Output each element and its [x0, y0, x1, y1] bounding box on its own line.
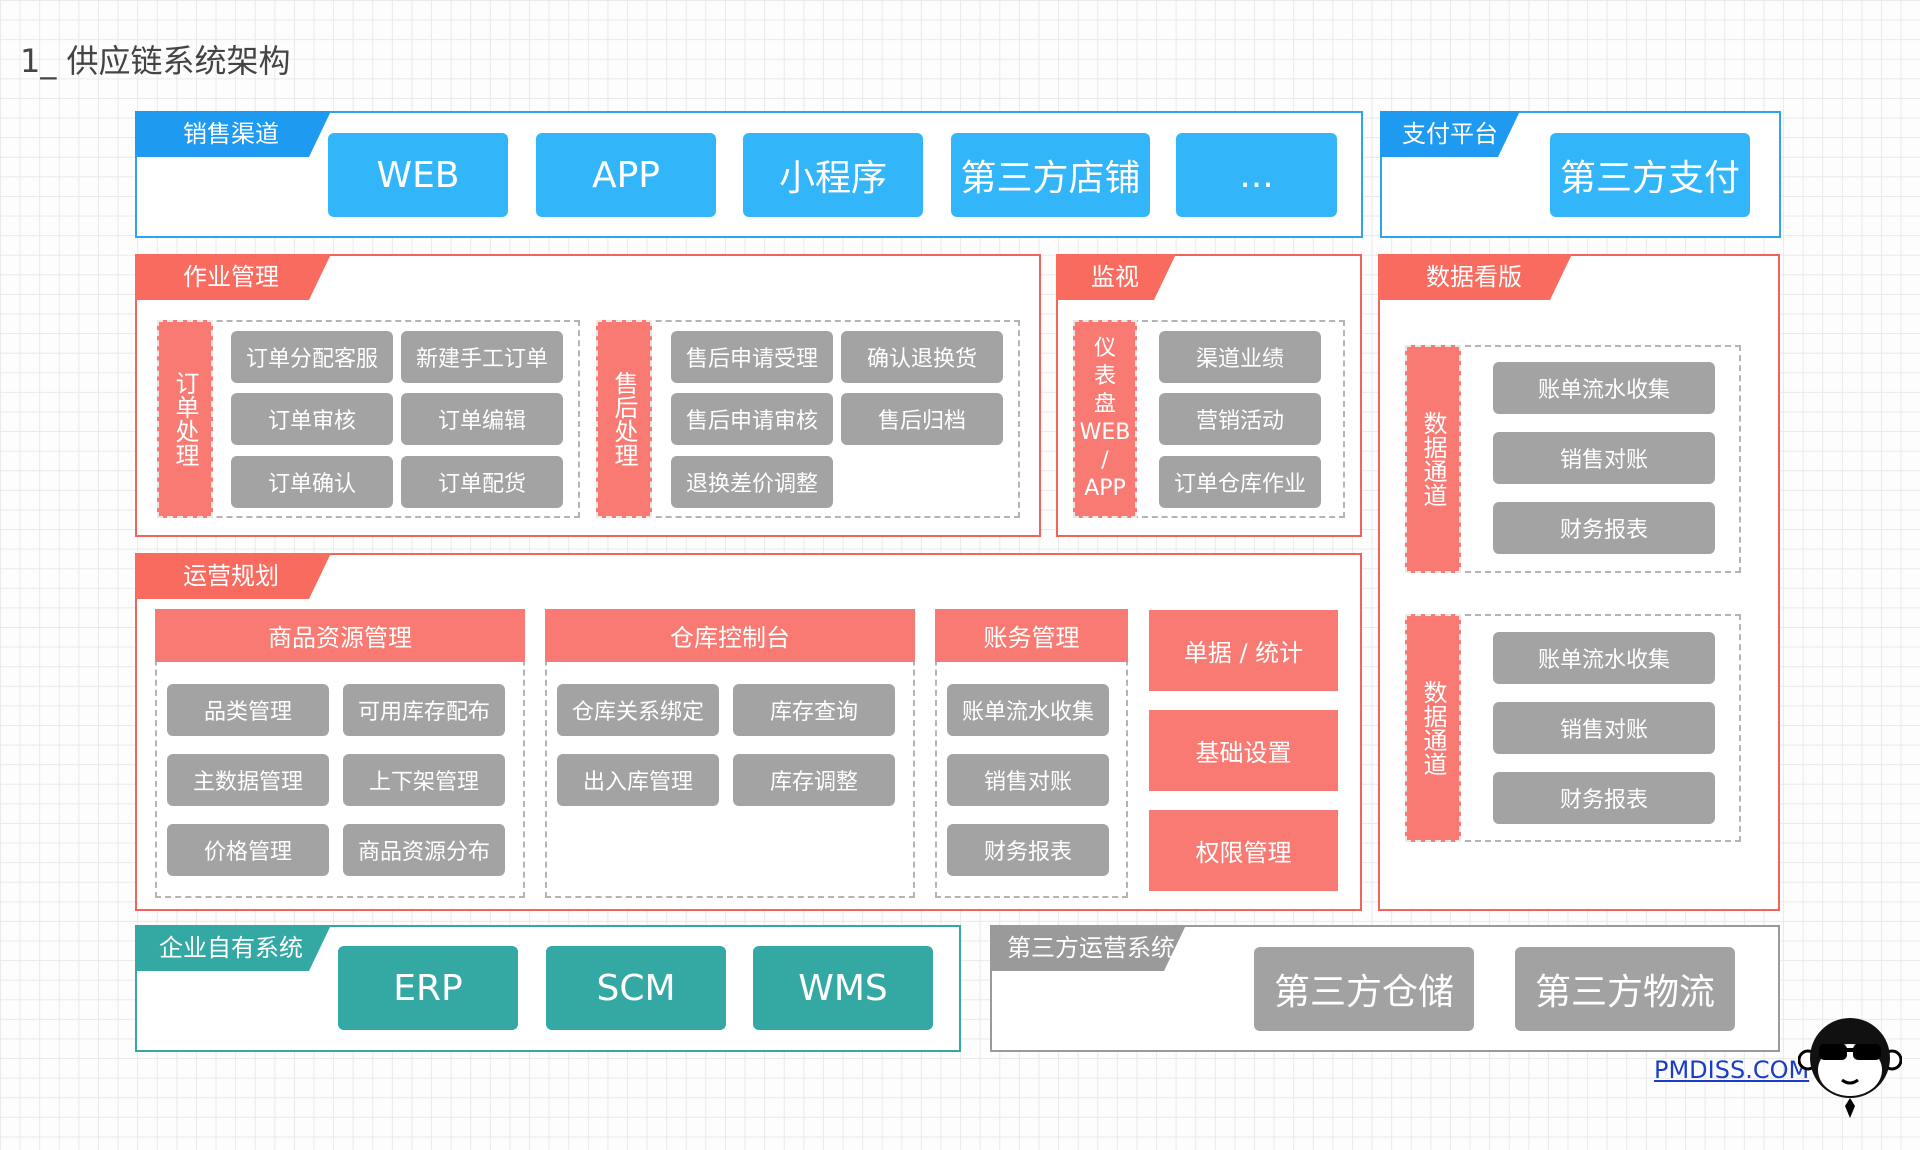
monitor-tab: 监视: [1056, 254, 1176, 300]
order-assign-cs-button[interactable]: 订单分配客服: [231, 331, 393, 383]
page-title: 1_ 供应链系统架构: [20, 42, 291, 80]
dashboard-web-app-label: 仪 表 盘 WEB / APP: [1073, 320, 1137, 518]
finance-billing-collect-button[interactable]: 账单流水收集: [947, 684, 1109, 736]
aftersale-review-button[interactable]: 售后申请审核: [671, 393, 833, 445]
warehouse-binding-button[interactable]: 仓库关系绑定: [557, 684, 719, 736]
data-channel-label-2: 数据通道: [1405, 614, 1461, 842]
channel-thirdparty-store-button[interactable]: 第三方店铺: [951, 133, 1150, 217]
data-channel-label-1: 数据通道: [1405, 345, 1461, 573]
order-process-label: 订单处理: [157, 320, 213, 518]
data-dashboard-tab: 数据看版: [1378, 254, 1572, 300]
permission-management-button[interactable]: 权限管理: [1149, 810, 1338, 891]
data-finance-report-button[interactable]: 财务报表: [1493, 502, 1715, 554]
scm-button[interactable]: SCM: [546, 946, 726, 1030]
warehouse-console-title: 仓库控制台: [545, 609, 915, 662]
thirdparty-logistics-button[interactable]: 第三方物流: [1515, 947, 1735, 1031]
planning-tab: 运营规划: [135, 553, 331, 599]
aftersale-confirm-return-button[interactable]: 确认退换货: [841, 331, 1003, 383]
aftersale-archive-button[interactable]: 售后归档: [841, 393, 1003, 445]
monitor-channel-performance-button[interactable]: 渠道业绩: [1159, 331, 1321, 383]
order-edit-button[interactable]: 订单编辑: [401, 393, 563, 445]
ops-tab: 作业管理: [135, 254, 331, 300]
channel-miniprogram-button[interactable]: 小程序: [743, 133, 923, 217]
inbound-outbound-button[interactable]: 出入库管理: [557, 754, 719, 806]
finance-report-button[interactable]: 财务报表: [947, 824, 1109, 876]
finance-sales-reconcile-button[interactable]: 销售对账: [947, 754, 1109, 806]
channel-app-button[interactable]: APP: [536, 133, 716, 217]
stock-query-button[interactable]: 库存查询: [733, 684, 895, 736]
data-sales-reconcile-button-2[interactable]: 销售对账: [1493, 702, 1715, 754]
mascot-logo-icon: [1797, 1014, 1903, 1120]
data-billing-collect-button[interactable]: 账单流水收集: [1493, 362, 1715, 414]
channel-web-button[interactable]: WEB: [328, 133, 508, 217]
monitor-order-warehouse-button[interactable]: 订单仓库作业: [1159, 456, 1321, 508]
aftersale-process-label: 售后处理: [596, 320, 652, 518]
price-management-button[interactable]: 价格管理: [167, 824, 329, 876]
thirdparty-storage-button[interactable]: 第三方仓储: [1254, 947, 1474, 1031]
channel-more-button[interactable]: ...: [1176, 133, 1337, 217]
monitor-marketing-button[interactable]: 营销活动: [1159, 393, 1321, 445]
order-confirm-button[interactable]: 订单确认: [231, 456, 393, 508]
wms-button[interactable]: WMS: [753, 946, 933, 1030]
data-finance-report-button-2[interactable]: 财务报表: [1493, 772, 1715, 824]
thirdparty-ops-tab: 第三方运营系统: [990, 925, 1186, 971]
order-new-manual-button[interactable]: 新建手工订单: [401, 331, 563, 383]
order-review-button[interactable]: 订单审核: [231, 393, 393, 445]
erp-button[interactable]: ERP: [338, 946, 518, 1030]
goods-resource-title: 商品资源管理: [155, 609, 525, 662]
sales-channel-tab: 销售渠道: [135, 111, 331, 157]
enterprise-tab: 企业自有系统: [135, 925, 331, 971]
listing-management-button[interactable]: 上下架管理: [343, 754, 505, 806]
category-management-button[interactable]: 品类管理: [167, 684, 329, 736]
finance-management-title: 账务管理: [935, 609, 1128, 662]
aftersale-price-adjust-button[interactable]: 退换差价调整: [671, 456, 833, 508]
aftersale-accept-button[interactable]: 售后申请受理: [671, 331, 833, 383]
stock-adjust-button[interactable]: 库存调整: [733, 754, 895, 806]
watermark-link[interactable]: PMDISS.COM: [1654, 1056, 1810, 1084]
data-billing-collect-button-2[interactable]: 账单流水收集: [1493, 632, 1715, 684]
master-data-button[interactable]: 主数据管理: [167, 754, 329, 806]
stock-distribution-button[interactable]: 可用库存配布: [343, 684, 505, 736]
payment-tab: 支付平台: [1380, 111, 1520, 157]
basic-settings-button[interactable]: 基础设置: [1149, 710, 1338, 791]
order-allocate-button[interactable]: 订单配货: [401, 456, 563, 508]
goods-distribution-button[interactable]: 商品资源分布: [343, 824, 505, 876]
document-statistics-button[interactable]: 单据 / 统计: [1149, 610, 1338, 691]
data-sales-reconcile-button[interactable]: 销售对账: [1493, 432, 1715, 484]
thirdparty-payment-button[interactable]: 第三方支付: [1550, 133, 1750, 217]
